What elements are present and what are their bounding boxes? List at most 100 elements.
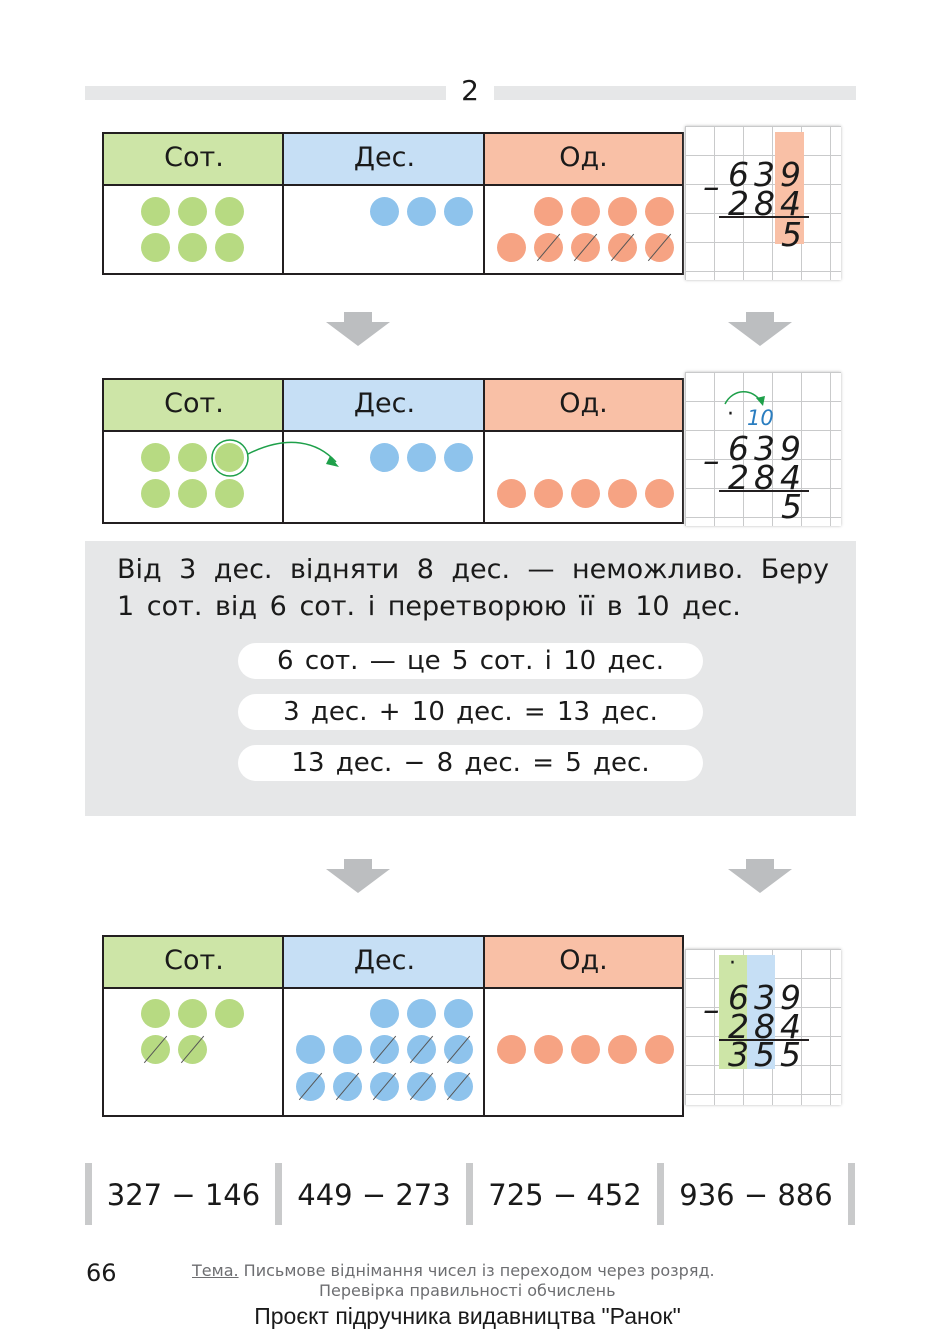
topic-label: Тема. xyxy=(192,1261,239,1280)
hundred-dot-borrowed xyxy=(215,443,244,472)
down-arrow-icon xyxy=(326,312,390,346)
borrowed-ten: 10 xyxy=(747,406,774,430)
row-divider xyxy=(104,184,682,186)
ten-dot xyxy=(444,443,473,472)
column-divider xyxy=(282,937,284,1115)
ten-dot-crossed xyxy=(370,1072,399,1101)
hundred-dot xyxy=(215,197,244,226)
hundred-dot xyxy=(215,999,244,1028)
column-divider xyxy=(282,134,284,273)
difference: 355 xyxy=(728,1035,806,1074)
one-dot xyxy=(497,233,526,262)
header-hundreds: Сот. xyxy=(104,380,284,430)
borrow-dot: · xyxy=(729,951,736,976)
header-ones: Од. xyxy=(485,380,682,430)
borrow-dot: · xyxy=(727,402,734,427)
hundred-dot xyxy=(141,479,170,508)
tens-column-highlight xyxy=(747,955,775,1069)
column-subtraction-grid-3: · – 639 284 355 xyxy=(685,949,841,1105)
explanation-box: Від 3 дес. відняти 8 дес. — неможливо. Б… xyxy=(85,541,856,816)
ten-dot-crossed xyxy=(333,1072,362,1101)
hundred-dot xyxy=(215,479,244,508)
hundred-dot-crossed xyxy=(141,1035,170,1064)
one-dot xyxy=(571,479,600,508)
task-number: 2 xyxy=(461,74,479,107)
minuend: 639 xyxy=(728,155,806,194)
ten-dot-crossed xyxy=(444,1035,473,1064)
subtraction-line xyxy=(719,1039,809,1041)
explanation-step: 3 дес. + 10 дес. = 13 дес. xyxy=(238,694,703,730)
ten-dot xyxy=(370,197,399,226)
borrow-arc-icon xyxy=(724,391,765,406)
one-dot xyxy=(645,197,674,226)
topic-line-1: Письмове віднімання чисел із переходом ч… xyxy=(243,1261,715,1280)
one-dot-crossed xyxy=(571,233,600,262)
ten-dot-crossed xyxy=(370,1035,399,1064)
one-dot xyxy=(608,197,637,226)
one-dot xyxy=(608,1035,637,1064)
one-dot xyxy=(645,1035,674,1064)
minus-sign: – xyxy=(703,990,720,1029)
header-tens: Дес. xyxy=(284,380,485,430)
subtrahend: 284 xyxy=(728,458,806,497)
place-value-table-3: Сот. Дес. Од. xyxy=(102,935,684,1117)
column-subtraction-grid-1: – 639 284 5 xyxy=(685,126,841,280)
one-dot-crossed xyxy=(534,233,563,262)
page-number: 66 xyxy=(86,1259,117,1287)
ten-dot xyxy=(407,443,436,472)
difference: 5 xyxy=(781,487,802,526)
column-divider xyxy=(483,937,485,1115)
column-divider xyxy=(483,134,485,273)
one-dot xyxy=(497,479,526,508)
topic-caption: Тема. Письмове віднімання чисел із перех… xyxy=(192,1261,792,1300)
header-hundreds: Сот. xyxy=(104,937,284,987)
subtrahend: 284 xyxy=(728,184,806,223)
topic-line-2: Перевірка правильності обчислень xyxy=(319,1281,616,1300)
hundred-dot xyxy=(141,197,170,226)
minuend: 639 xyxy=(728,978,806,1017)
exercise-item: 936 − 886 xyxy=(679,1178,833,1212)
column-divider xyxy=(483,380,485,522)
exercise-item: 449 − 273 xyxy=(297,1178,451,1212)
ten-dot-crossed xyxy=(407,1035,436,1064)
publisher-note: Проєкт підручника видавництва "Ранок" xyxy=(254,1303,681,1329)
one-dot xyxy=(534,479,563,508)
one-dot xyxy=(571,197,600,226)
column-divider xyxy=(282,380,284,522)
one-dot-crossed xyxy=(645,233,674,262)
one-dot xyxy=(497,1035,526,1064)
ten-dot xyxy=(370,999,399,1028)
header-hundreds: Сот. xyxy=(104,134,284,184)
place-value-table-2: Сот. Дес. Од. xyxy=(102,378,684,524)
explanation-step: 13 дес. − 8 дес. = 5 дес. xyxy=(238,745,703,781)
ten-dot xyxy=(407,999,436,1028)
hundred-dot xyxy=(178,197,207,226)
one-dot xyxy=(534,1035,563,1064)
header-ones: Од. xyxy=(485,134,682,184)
header-ones: Од. xyxy=(485,937,682,987)
hundred-dot xyxy=(141,233,170,262)
explanation-step: 6 сот. — це 5 сот. і 10 дес. xyxy=(238,643,703,679)
row-divider xyxy=(104,987,682,989)
ten-dot-crossed xyxy=(444,1072,473,1101)
one-dot-crossed xyxy=(608,233,637,262)
subtrahend: 284 xyxy=(728,1007,806,1046)
one-dot xyxy=(571,1035,600,1064)
ten-dot xyxy=(407,197,436,226)
ten-dot-crossed xyxy=(296,1072,325,1101)
hundred-dot xyxy=(178,233,207,262)
down-arrow-icon xyxy=(728,312,792,346)
exercise-divider xyxy=(657,1163,664,1225)
ten-dot-crossed xyxy=(407,1072,436,1101)
minus-sign: – xyxy=(703,441,720,480)
exercise-divider xyxy=(275,1163,282,1225)
ten-dot xyxy=(444,999,473,1028)
one-dot xyxy=(534,197,563,226)
exercise-divider xyxy=(466,1163,473,1225)
minuend: 639 xyxy=(728,429,806,468)
minus-sign: – xyxy=(703,167,720,206)
header-tens: Дес. xyxy=(284,937,485,987)
ten-dot xyxy=(296,1035,325,1064)
hundred-dot xyxy=(178,999,207,1028)
hundreds-column-highlight xyxy=(719,955,747,1069)
